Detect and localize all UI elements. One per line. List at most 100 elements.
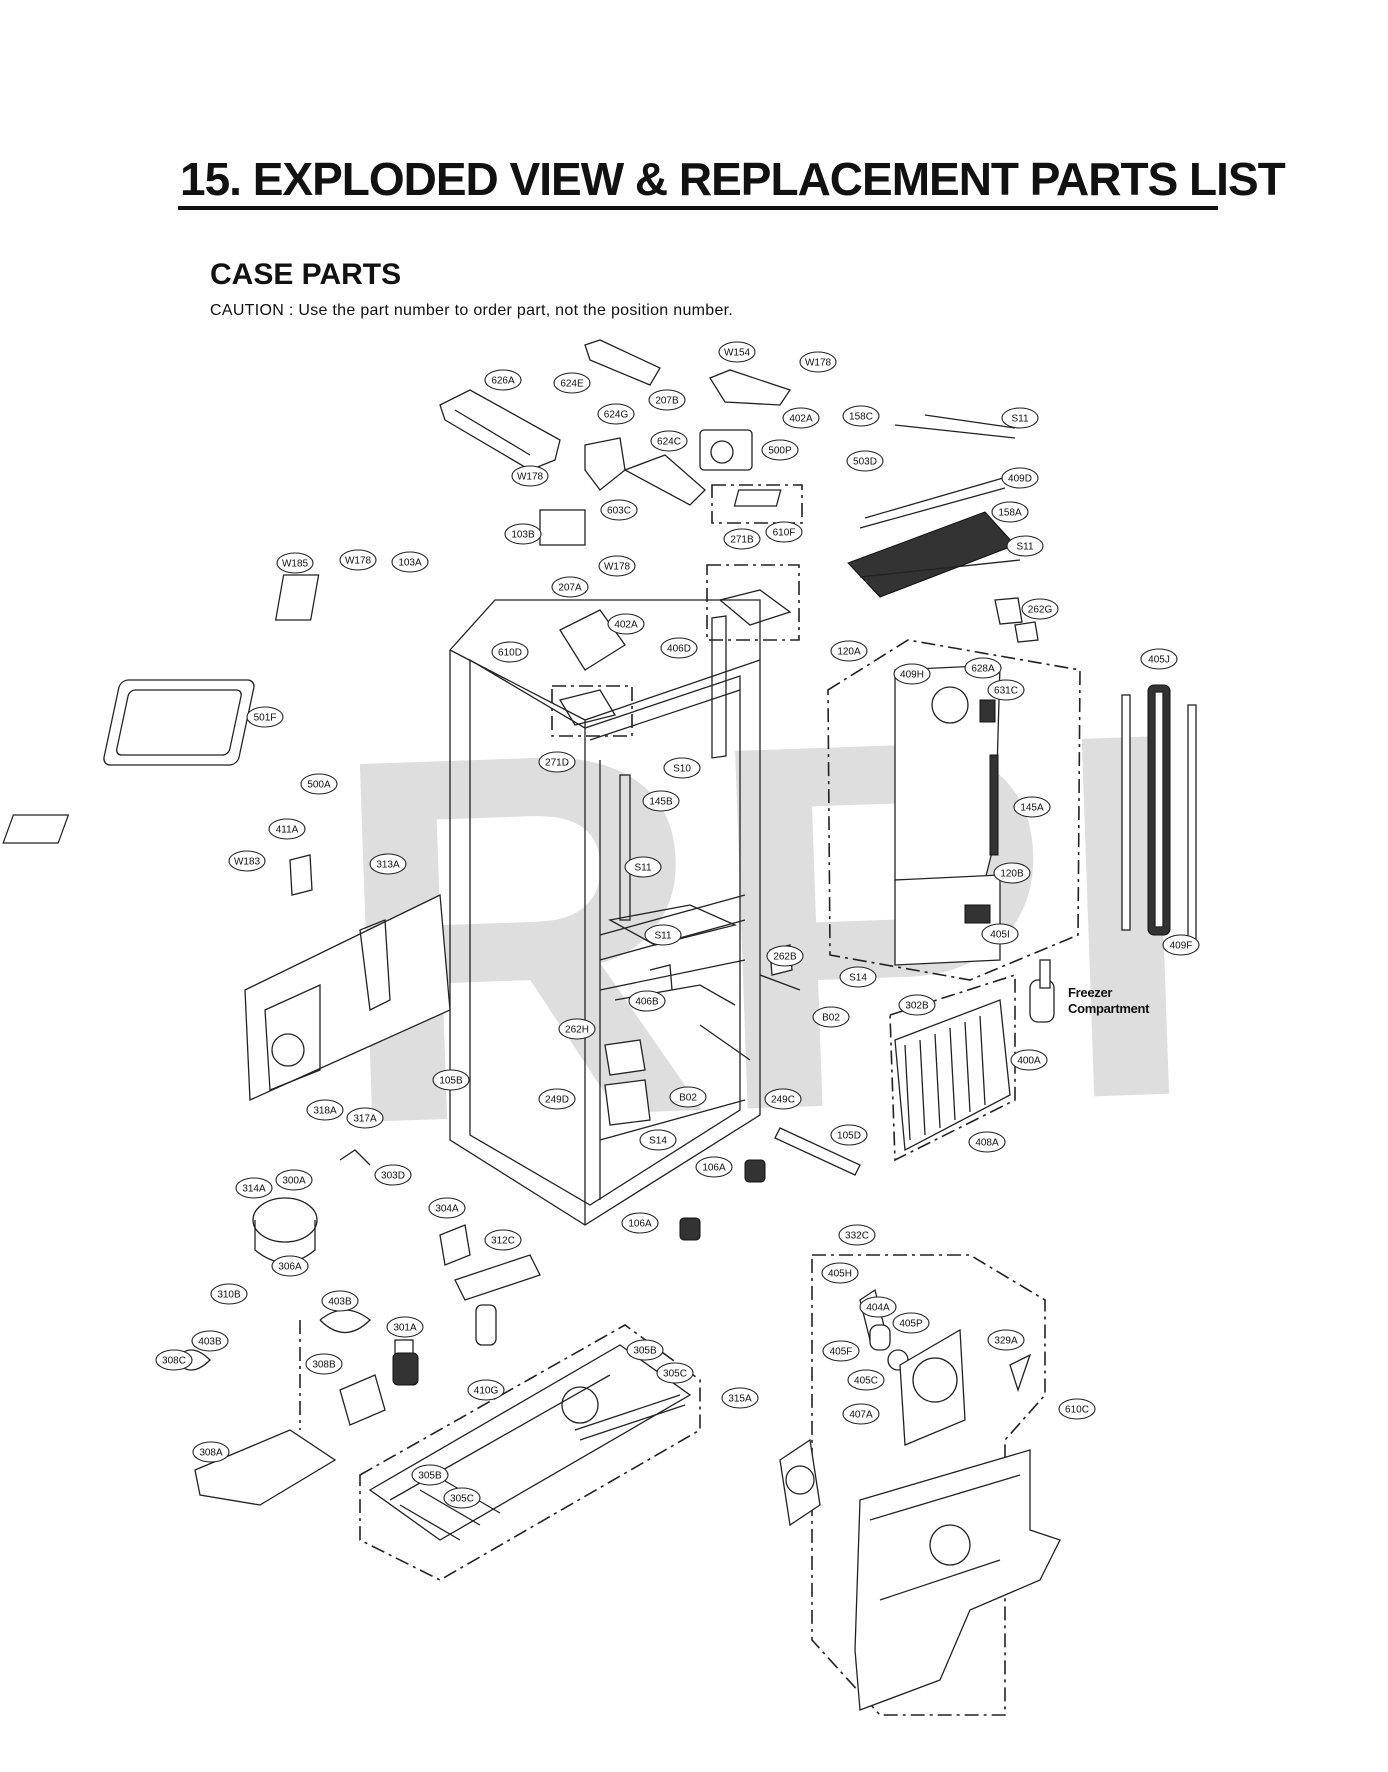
part-label-text: 624E [560,379,584,390]
part-label-303d: 303D [374,1164,412,1186]
part-label-text: 409H [900,670,924,681]
part-label-text: 405F [830,1347,853,1358]
part-label-text: 610F [773,528,796,539]
part-label-500p: 500P [761,439,799,461]
part-label-text: 302B [905,1001,929,1012]
part-label-text: 308A [199,1448,223,1459]
part-label-text: 317A [353,1114,377,1125]
top-parts [103,339,803,766]
part-label-306a: 306A [271,1255,309,1277]
part-label-308c: 308C [155,1349,193,1371]
part-label-158a: 158A [991,501,1029,523]
part-label-249c: 249C [764,1088,802,1110]
evaporator-cover [827,639,1081,981]
part-label-text: 603C [607,506,631,517]
part-label-w178: W178 [598,555,636,577]
part-label-text: 262B [773,952,797,963]
caution-note: CAUTION : Use the part number to order p… [210,302,734,319]
part-label-b02: B02 [812,1006,850,1028]
part-label-302b: 302B [898,994,936,1016]
part-label-406b: 406B [628,990,666,1012]
part-label-207a: 207A [551,576,589,598]
part-label-text: 315A [728,1394,752,1405]
part-label-411a: 411A [268,818,306,840]
part-label-406d: 406D [660,637,698,659]
part-label-text: 103B [511,530,535,541]
part-label-s10: S10 [663,757,701,779]
part-label-text: 318A [313,1106,337,1117]
part-label-text: 332C [845,1231,869,1242]
part-label-text: 409F [1170,941,1193,952]
part-label-text: 501F [254,713,277,724]
part-label-text: 408A [975,1138,999,1149]
part-label-b02: B02 [669,1086,707,1108]
part-label-624e: 624E [553,372,591,394]
watermark: RPI [321,623,1208,1234]
part-label-text: 403B [328,1297,352,1308]
part-label-s14: S14 [639,1129,677,1151]
part-label-text: 400A [1017,1056,1041,1067]
part-label-300a: 300A [275,1169,313,1191]
part-label-262h: 262H [558,1018,596,1040]
part-label-262b: 262B [766,945,804,967]
part-label-text: 262G [1028,605,1053,616]
part-label-text: S11 [1016,542,1033,553]
part-label-text: S10 [673,764,691,775]
part-label-410g: 410G [467,1379,505,1401]
part-label-text: 106A [628,1219,652,1230]
freezer-compartment-label: Freezer Compartment [1068,985,1150,1017]
part-label-text: 313A [376,860,400,871]
part-label-text: 262H [565,1025,589,1036]
section-title: CASE PARTS [210,258,402,291]
part-label-403b: 403B [191,1330,229,1352]
part-label-610c: 610C [1058,1398,1096,1420]
part-label-400a: 400A [1010,1049,1048,1071]
part-label-120a: 120A [830,640,868,662]
part-label-text: 310B [217,1290,241,1301]
part-label-501f: 501F [246,706,284,728]
compressor-section [174,1149,541,1506]
part-label-145b: 145B [642,790,680,812]
part-label-text: 404A [866,1303,890,1314]
part-label-404a: 404A [859,1296,897,1318]
part-label-310b: 310B [210,1283,248,1305]
part-label-631c: 631C [987,679,1025,701]
part-label-405i: 405I [981,923,1019,945]
part-label-271b: 271B [723,528,761,550]
page-title: 15. EXPLODED VIEW & REPLACEMENT PARTS LI… [180,153,1286,205]
part-label-w185: W185 [276,552,314,574]
part-label-145a: 145A [1013,796,1051,818]
part-label-402a: 402A [607,613,645,635]
part-label-271d: 271D [538,751,576,773]
part-label-315a: 315A [721,1387,759,1409]
part-label-106a: 106A [695,1156,733,1178]
part-label-103b: 103B [504,523,542,545]
part-label-628a: 628A [964,657,1002,679]
part-label-626a: 626A [484,369,522,391]
part-label-text: 105D [837,1131,861,1142]
part-label-text: 306A [278,1262,302,1273]
part-label-text: B02 [822,1013,840,1024]
part-label-text: 249D [545,1095,569,1106]
part-label-text: S14 [849,973,867,984]
evaporator-coil [889,959,1055,1162]
part-label-text: 145B [649,797,673,808]
part-label-305b: 305B [411,1464,449,1486]
part-label-text: W178 [805,358,832,369]
part-label-407a: 407A [842,1403,880,1425]
part-label-text: W178 [517,472,544,483]
part-label-text: 207B [655,396,679,407]
part-label-103a: 103A [391,551,429,573]
part-label-317a: 317A [346,1107,384,1129]
part-label-405f: 405F [822,1340,860,1362]
part-label-text: W185 [282,559,309,570]
part-label-409h: 409H [893,663,931,685]
part-label-text: 407A [849,1410,873,1421]
part-label-w178: W178 [799,351,837,373]
part-label-text: 503D [853,457,877,468]
part-label-text: 402A [789,414,813,425]
part-label-text: 300A [282,1176,306,1187]
part-label-text: 249C [771,1095,795,1106]
part-label-text: S14 [649,1136,667,1147]
